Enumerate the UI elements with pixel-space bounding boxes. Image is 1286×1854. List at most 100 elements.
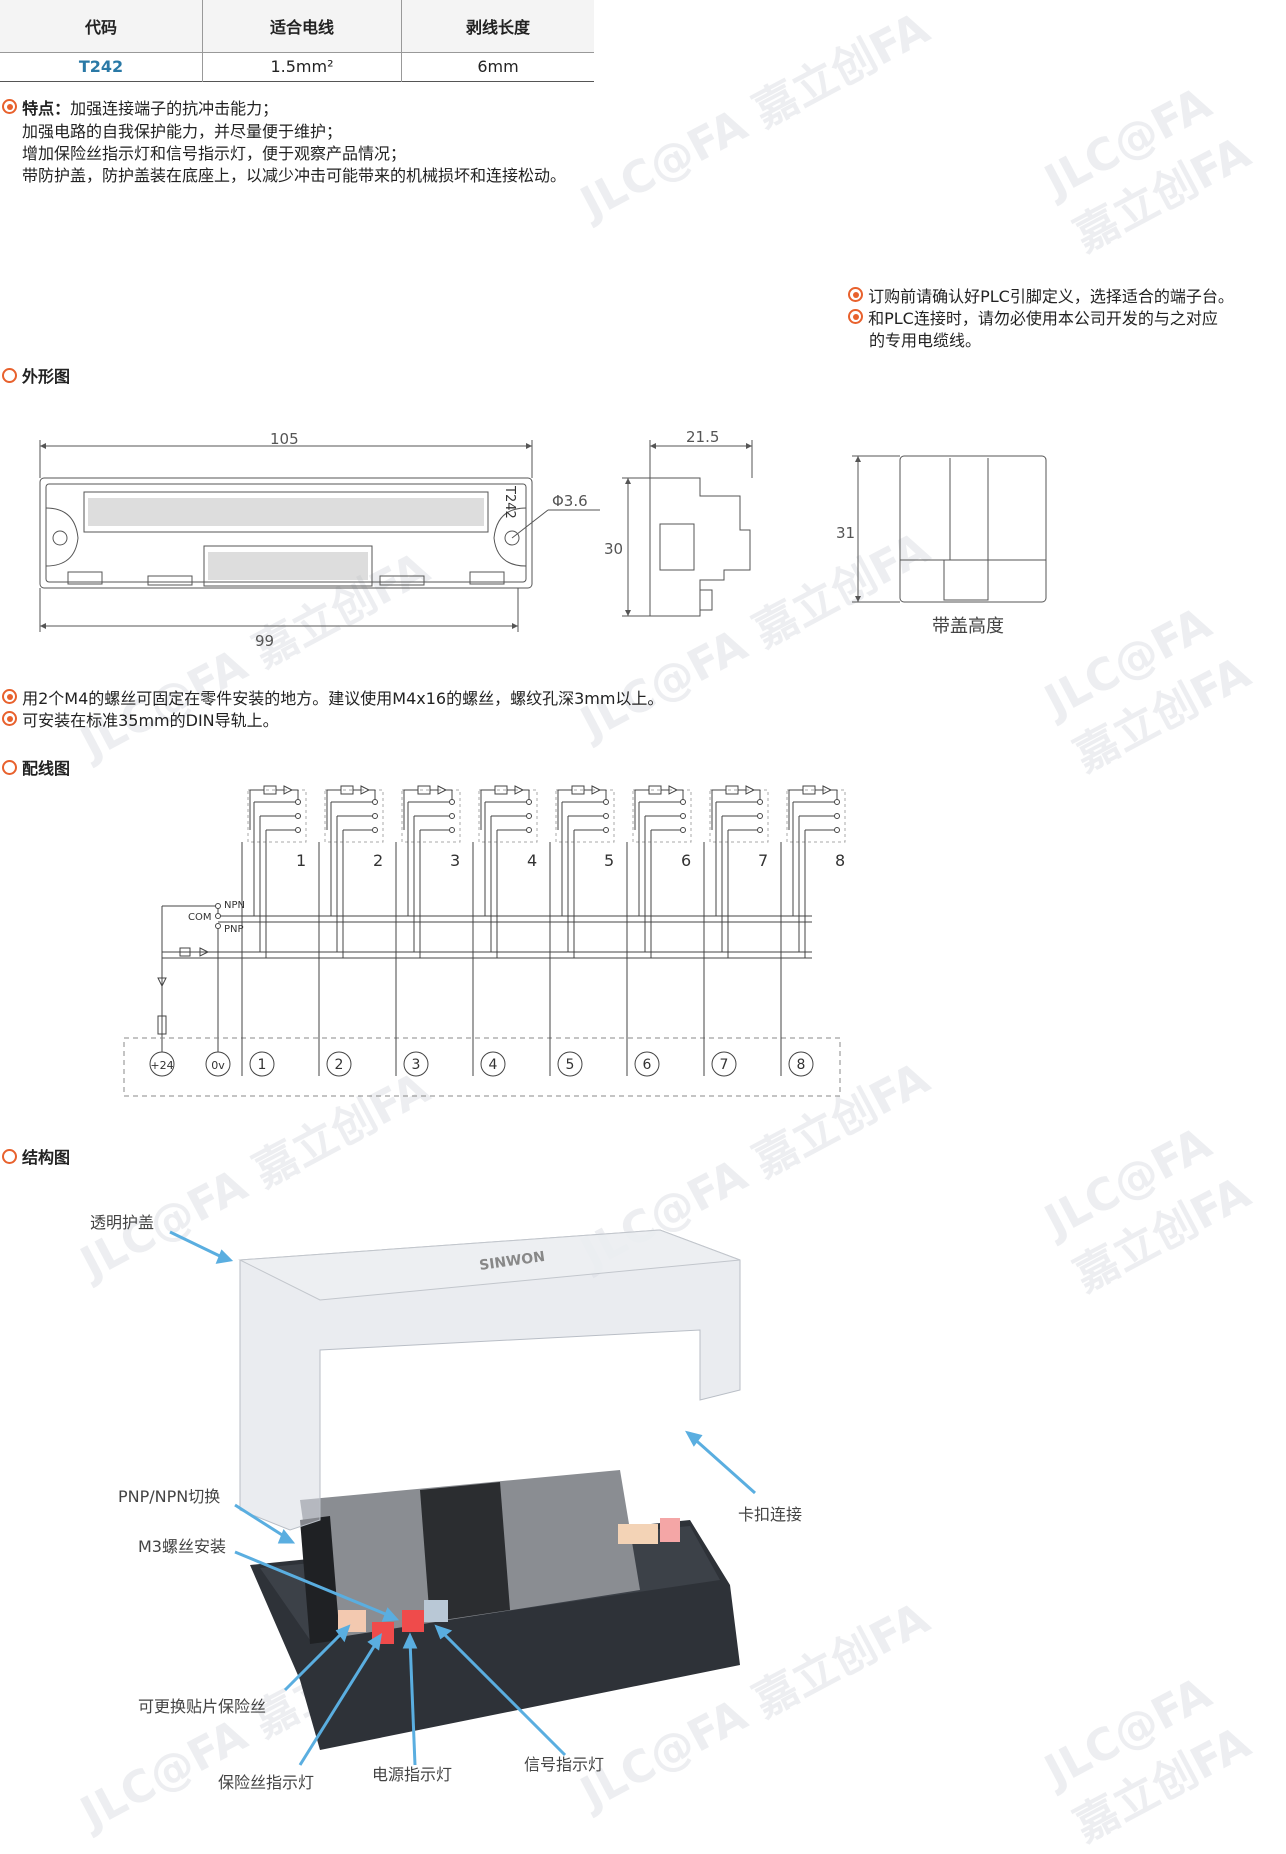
terminal-circle [711, 1051, 737, 1077]
terminal-circle [403, 1051, 429, 1077]
contact-point [680, 827, 686, 833]
dim-105: 105 [270, 430, 299, 448]
watermark: JLC@FA 嘉立创FA [572, 2, 938, 230]
channel-label: 8 [835, 851, 845, 870]
contact-point [834, 799, 840, 805]
contact-point [372, 799, 378, 805]
cover-top-face [238, 1229, 741, 1301]
order-note-text: 订购前请确认好PLC引脚定义，选择适合的端子台。 [868, 287, 1234, 306]
callout-screw: M3螺丝安装 [138, 1537, 226, 1556]
bullet-icon [2, 689, 17, 704]
features-label: 特点： [22, 99, 71, 118]
channel-wire [249, 789, 264, 830]
channel-block [709, 789, 769, 843]
bullet-icon [2, 711, 17, 726]
terminal-label: 0v [211, 1059, 225, 1072]
watermark: JLC@FA 嘉立创FA [1036, 597, 1259, 782]
header-strip-length: 剥线长度 [401, 0, 594, 53]
section-bullet-icon [2, 760, 17, 775]
terminal-circle [205, 1051, 231, 1077]
mount-note-text: 可安装在标准35mm的DIN导轨上。 [22, 711, 279, 730]
cell-wire: 1.5mm² [202, 52, 402, 81]
callout-cover: 透明护盖 [90, 1213, 154, 1232]
watermark: JLC@FA 嘉立创FA [1036, 77, 1259, 262]
watermark: JLC@FA 嘉立创FA [1036, 1117, 1259, 1302]
contact-point [757, 799, 763, 805]
channel-block [324, 789, 384, 843]
callout-fuse: 可更换贴片保险丝 [138, 1697, 266, 1716]
contact-point [603, 827, 609, 833]
dim-hole: Φ3.6 [552, 492, 588, 510]
callout-snap: 卡扣连接 [738, 1505, 802, 1524]
order-note-text: 和PLC连接时，请勿必使用本公司开发的与之对应 [868, 309, 1218, 328]
contact-point [834, 827, 840, 833]
contact-point [603, 813, 609, 819]
contact-point [757, 827, 763, 833]
wiring-heading: 配线图 [2, 758, 70, 780]
channel-wire [711, 789, 726, 830]
terminal-label: 3 [412, 1057, 421, 1073]
channel-wire [326, 789, 341, 830]
channel-wire [634, 789, 649, 830]
fuse-component-right [618, 1524, 658, 1544]
contact-point [526, 799, 532, 805]
callout-fuse-led: 保险丝指示灯 [218, 1773, 314, 1792]
contact-point [295, 813, 301, 819]
terminal-label: 2 [335, 1057, 344, 1073]
channel-wire [403, 789, 418, 830]
signal-led [424, 1600, 448, 1622]
features-first-line: 特点：加强连接端子的抗冲击能力； [2, 98, 278, 120]
channel-wire [480, 789, 495, 830]
dim-31: 31 [836, 524, 855, 542]
switch-label-com: COM [188, 912, 211, 923]
feature-line: 带防护盖，防护盖装在底座上，以减少冲击可能带来的机械损坏和连接松动。 [22, 166, 567, 185]
cell-code: T242 [0, 52, 203, 81]
terminal-circle [249, 1051, 275, 1077]
outline-heading: 外形图 [2, 366, 70, 388]
channel-label: 4 [527, 851, 537, 870]
section-bullet-icon [2, 1149, 17, 1164]
switch-label-npn: NPN [224, 900, 245, 911]
channel-label: 6 [681, 851, 691, 870]
contact-point [603, 799, 609, 805]
terminal-label: 1 [258, 1057, 267, 1073]
channel-block [247, 789, 307, 843]
mount-note-text: 用2个M4的螺丝可固定在零件安装的地方。建议使用M4x16的螺丝，螺纹孔深3mm… [22, 689, 664, 708]
order-note: 和PLC连接时，请勿必使用本公司开发的与之对应 [848, 308, 1218, 330]
order-note-text: 的专用电缆线。 [869, 331, 982, 350]
dim-99: 99 [255, 632, 274, 650]
contact-point [372, 827, 378, 833]
header-code: 代码 [0, 0, 203, 53]
channel-block [401, 789, 461, 843]
table-row: T242 1.5mm² 6mm [0, 52, 594, 81]
model-mark: T242 [502, 485, 517, 519]
contact-point [295, 827, 301, 833]
callout-signal-led: 信号指示灯 [524, 1755, 604, 1774]
channel-label: 7 [758, 851, 768, 870]
cell-strip-length: 6mm [477, 57, 519, 76]
feature-line: 加强连接端子的抗冲击能力； [70, 99, 279, 118]
terminal-label: +24 [150, 1059, 173, 1072]
terminal-circle [634, 1051, 660, 1077]
feature-line: 加强电路的自我保护能力，并尽量便于维护； [22, 122, 343, 141]
contact-point [680, 799, 686, 805]
structure-heading: 结构图 [2, 1147, 70, 1169]
terminal-circle [788, 1051, 814, 1077]
channel-label: 3 [450, 851, 460, 870]
switch-block [300, 1516, 340, 1644]
bullet-icon [848, 309, 863, 324]
header-wire: 适合电线 [202, 0, 402, 53]
feature-line: 增加保险丝指示灯和信号指示灯，便于观察产品情况； [22, 144, 407, 163]
cover-height-label: 带盖高度 [932, 616, 1004, 637]
channel-block [555, 789, 615, 843]
mount-note: 用2个M4的螺丝可固定在零件安装的地方。建议使用M4x16的螺丝，螺纹孔深3mm… [2, 688, 663, 710]
terminal-circle [149, 1051, 175, 1077]
switch-label-pnp: PNP [224, 924, 244, 935]
terminal-label: 8 [797, 1057, 806, 1073]
table-header-row: 代码 适合电线 剥线长度 [0, 0, 594, 53]
contact-point [449, 813, 455, 819]
channel-block [478, 789, 538, 843]
terminal-circle [480, 1051, 506, 1077]
contact-point [834, 813, 840, 819]
